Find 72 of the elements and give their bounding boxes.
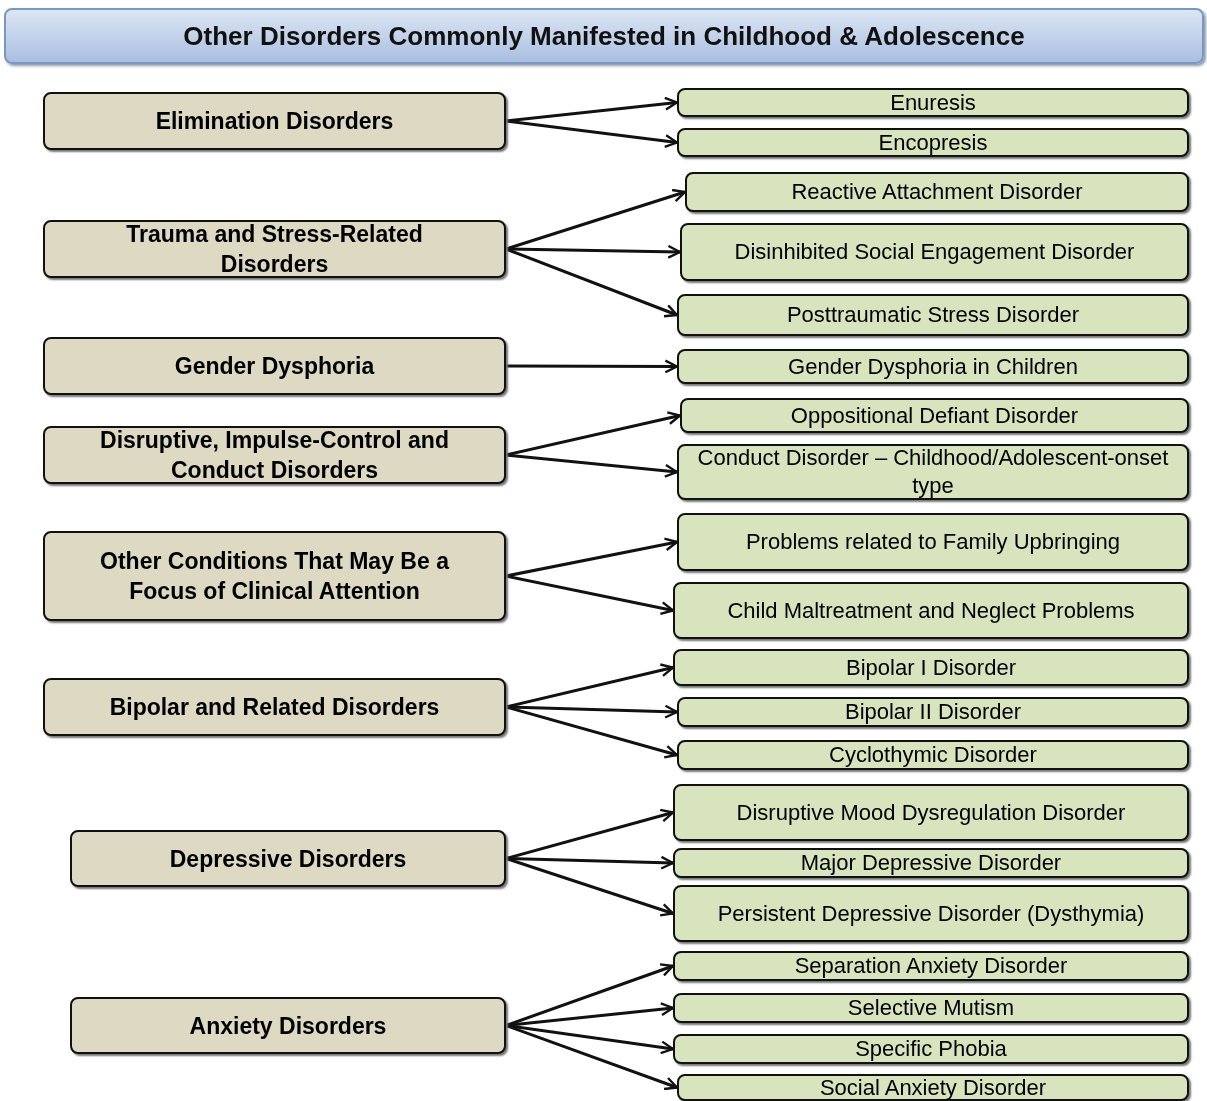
disorder-box — [673, 951, 1189, 981]
category-box — [70, 997, 506, 1054]
arrow — [505, 247, 679, 318]
arrow — [505, 663, 675, 709]
arrow — [505, 1024, 675, 1055]
category-box — [43, 426, 506, 484]
disorder-box — [677, 1074, 1189, 1101]
disorder-label: Disinhibited Social Engagement Disorder — [734, 238, 1135, 266]
disorder-label: Bipolar I Disorder — [846, 653, 1016, 682]
arrow — [505, 705, 679, 759]
category-box — [43, 678, 506, 736]
arrow — [505, 96, 679, 123]
category-box — [43, 220, 506, 278]
disorder-box — [680, 398, 1189, 433]
category-label: Elimination Disorders — [155, 107, 394, 136]
disorder-box — [673, 582, 1189, 639]
arrow — [505, 1024, 679, 1091]
disorder-box — [685, 172, 1189, 212]
disorder-label: Disruptive Mood Dysregulation Disorder — [736, 798, 1126, 827]
category-box — [43, 531, 506, 621]
disorder-box — [677, 349, 1189, 384]
disorder-box — [673, 784, 1189, 841]
category-label: Disruptive, Impulse-Control and Conduct Disorders — [99, 426, 450, 485]
title-banner: Other Disorders Commonly Manifested in Childhood & Adolescence — [4, 8, 1204, 64]
arrow — [505, 963, 675, 1027]
category-label: Depressive Disorders — [169, 844, 407, 874]
category-label: Gender Dysphoria — [174, 352, 375, 381]
disorder-label: Child Maltreatment and Neglect Problems — [727, 596, 1135, 625]
disorder-box — [673, 848, 1189, 878]
category-label: Trauma and Stress-Related Disorders — [125, 220, 424, 279]
disorder-label: Reactive Attachment Disorder — [791, 178, 1083, 206]
disorder-box — [680, 223, 1189, 281]
disorder-label: Cyclothymic Disorder — [829, 741, 1037, 769]
disorder-box — [677, 697, 1189, 727]
disorder-box — [677, 513, 1189, 571]
disorder-box — [673, 993, 1189, 1023]
disorder-box — [677, 128, 1189, 157]
disorder-label: Selective Mutism — [847, 994, 1015, 1022]
disorder-label: Posttraumatic Stress Disorder — [786, 301, 1080, 329]
disorder-label: Gender Dysphoria in Children — [788, 352, 1078, 381]
disorder-label: Major Depressive Disorder — [800, 849, 1062, 877]
disorder-label: Problems related to Family Upbringing — [745, 528, 1121, 556]
category-label: Other Conditions That May Be a Focus of Clinical Attention — [99, 547, 451, 606]
category-box — [70, 830, 506, 887]
disorder-label: Persistent Depressive Disorder (Dysthymia) — [717, 899, 1145, 928]
arrow — [505, 857, 675, 917]
disorder-box — [677, 294, 1189, 336]
arrow — [505, 537, 679, 578]
disorder-box — [673, 1034, 1189, 1064]
arrow — [505, 119, 679, 148]
arrow — [505, 411, 682, 457]
disorder-box — [677, 740, 1189, 770]
disorder-label: Enuresis — [890, 88, 976, 117]
arrow — [506, 359, 679, 374]
disorder-label: Specific Phobia — [855, 1035, 1007, 1063]
disorder-label: Bipolar II Disorder — [844, 698, 1022, 726]
arrow — [505, 808, 675, 860]
arrow — [505, 453, 679, 478]
disorder-box — [677, 88, 1189, 117]
arrow — [505, 574, 675, 615]
disorder-label: Oppositional Defiant Disorder — [790, 401, 1079, 430]
category-label: Bipolar and Related Disorders — [109, 693, 440, 722]
disorder-label: Social Anxiety Disorder — [819, 1073, 1047, 1101]
arrow — [505, 188, 687, 251]
category-box — [43, 92, 506, 150]
disorder-box — [673, 885, 1189, 942]
disorder-box — [673, 649, 1189, 686]
disorder-label: Separation Anxiety Disorder — [794, 952, 1068, 980]
category-label: Anxiety Disorders — [189, 1011, 387, 1041]
category-box — [43, 337, 506, 395]
disorder-label: Conduct Disorder – Childhood/Adolescent-onset type — [696, 444, 1170, 500]
disorder-label: Encopresis — [878, 128, 988, 157]
